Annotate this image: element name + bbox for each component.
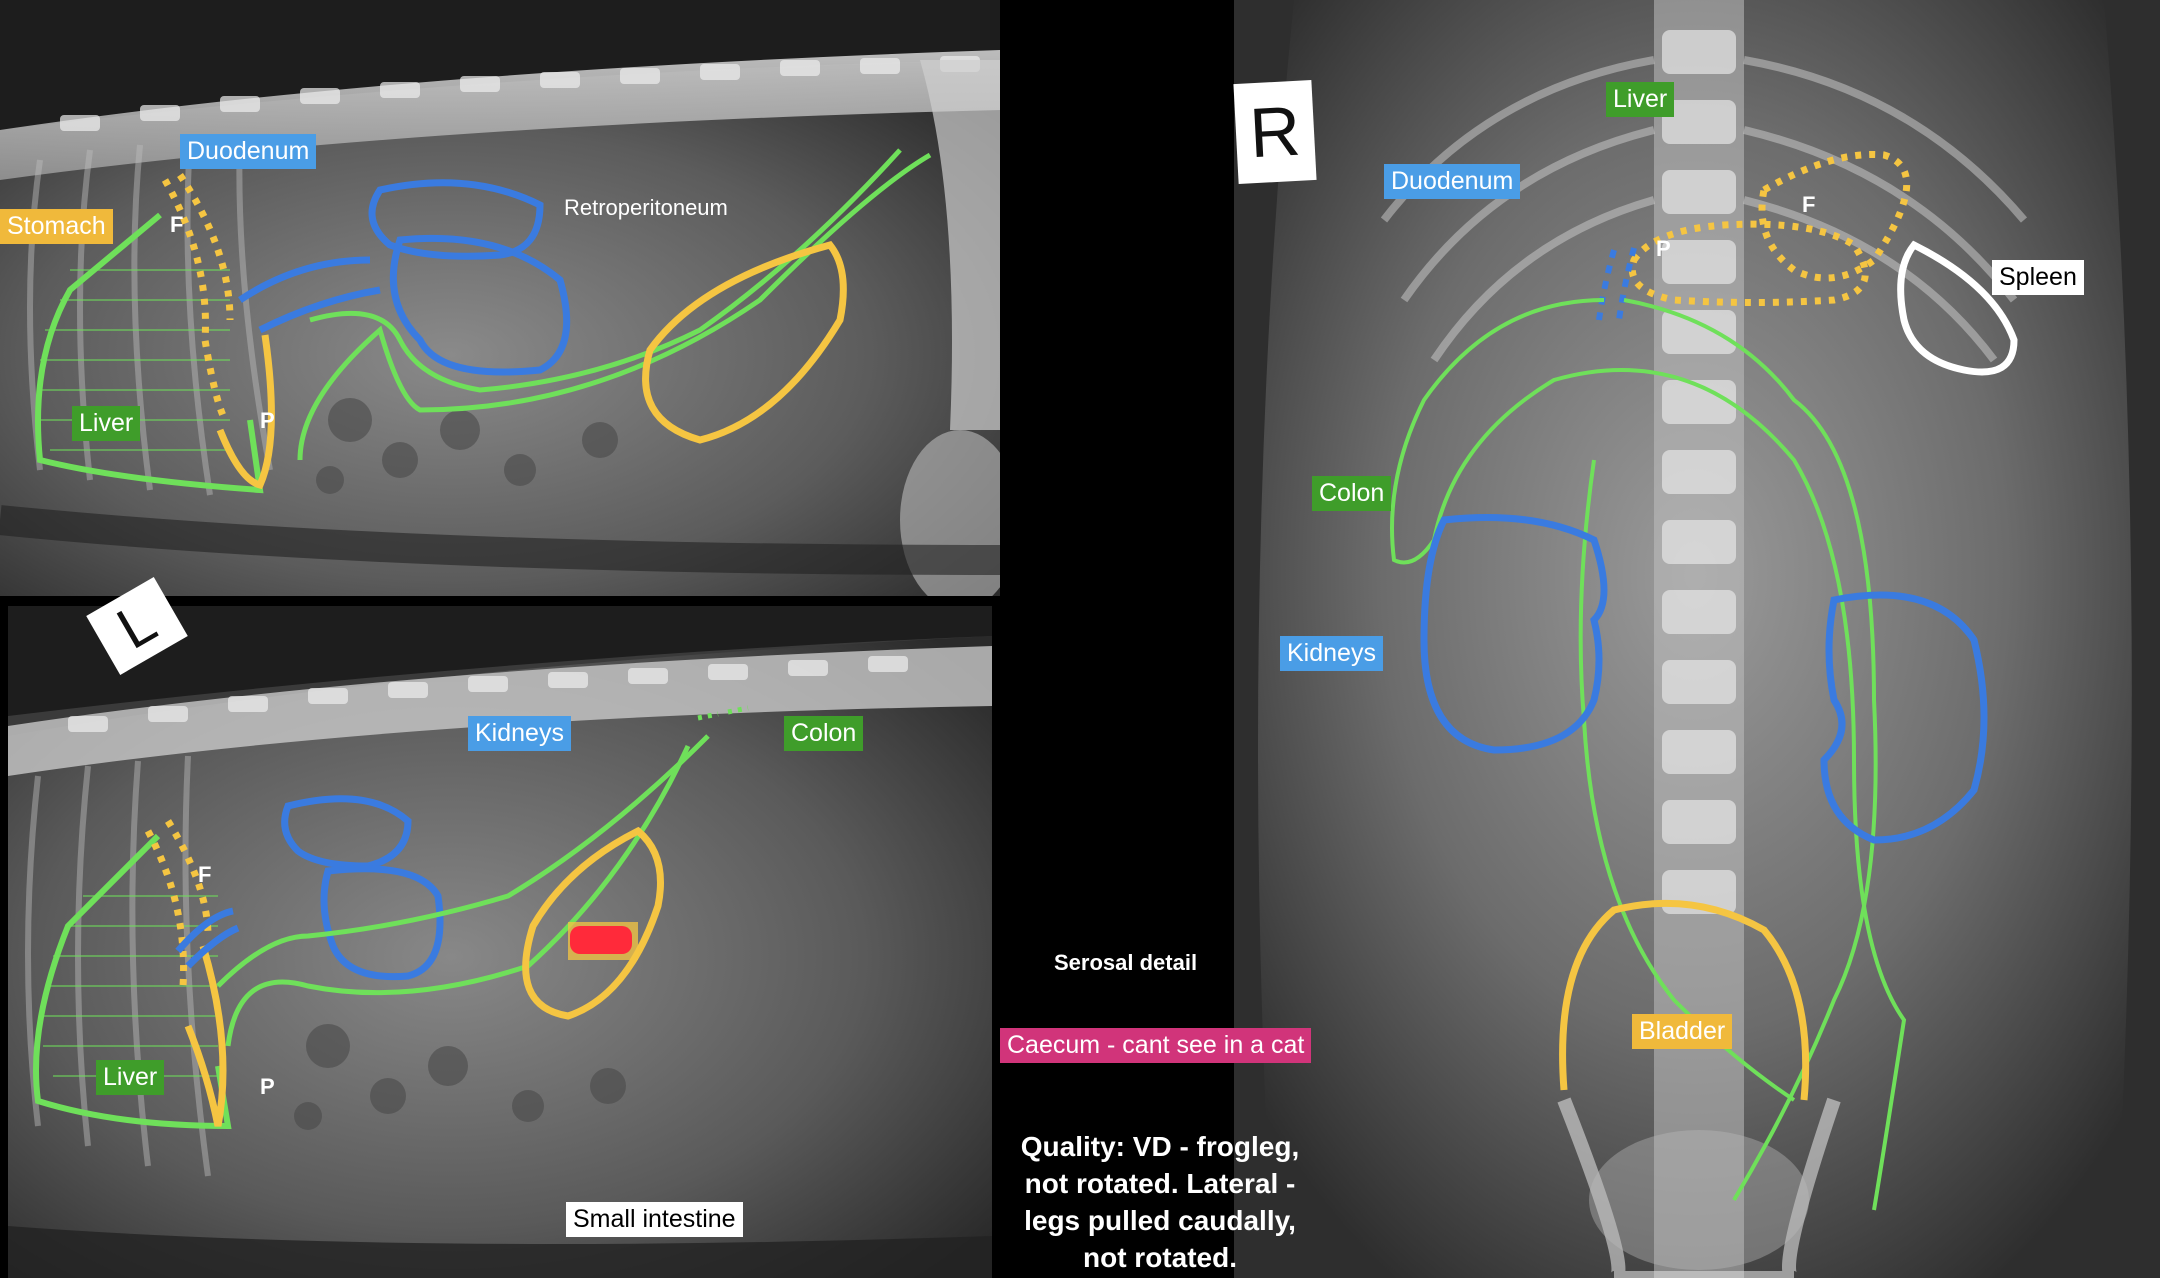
label-liver-top: Liver bbox=[72, 406, 141, 441]
label-stomach-top: Stomach bbox=[0, 209, 113, 244]
quality-line-1: Quality: VD - frogleg, bbox=[1020, 1131, 1300, 1162]
bottom-lateral-image bbox=[8, 606, 992, 1278]
label-kidneys-bottom: Kidneys bbox=[468, 716, 571, 751]
quality-line-3: legs pulled caudally, bbox=[1024, 1205, 1296, 1236]
label-bladder: Bladder bbox=[1632, 1014, 1733, 1049]
label-duodenum-top: Duodenum bbox=[180, 134, 317, 169]
quality-notes: Quality: VD - frogleg, not rotated. Late… bbox=[990, 1128, 1330, 1276]
label-pylorus-top: P bbox=[260, 408, 275, 433]
vd-image bbox=[1234, 0, 2160, 1278]
label-retroperitoneum: Retroperitoneum bbox=[564, 195, 728, 220]
label-pylorus-vd: P bbox=[1656, 236, 1671, 261]
caecum-note: Caecum - cant see in a cat bbox=[1000, 1028, 1312, 1063]
label-kidneys-vd: Kidneys bbox=[1280, 636, 1383, 671]
serosal-detail-text: Serosal detail bbox=[1054, 950, 1198, 975]
vd-radiograph: Liver Duodenum Spleen Colon Kidneys Blad… bbox=[1234, 0, 2160, 1278]
top-lateral-image bbox=[0, 0, 1000, 596]
label-fundus-bottom: F bbox=[198, 862, 212, 887]
label-duodenum-vd: Duodenum bbox=[1384, 164, 1521, 199]
label-fundus-top: F bbox=[170, 212, 184, 237]
label-fundus-vd: F bbox=[1802, 192, 1816, 217]
quality-line-2: not rotated. Lateral - bbox=[1024, 1168, 1296, 1199]
right-marker: R bbox=[1233, 80, 1317, 184]
label-small-intestine: Small intestine bbox=[566, 1202, 743, 1237]
label-colon-bottom: Colon bbox=[784, 716, 864, 751]
top-lateral-radiograph: Duodenum Stomach Liver Retroperitoneum F… bbox=[0, 0, 1000, 596]
label-colon-vd: Colon bbox=[1312, 476, 1392, 511]
label-liver-vd: Liver bbox=[1606, 82, 1675, 117]
bottom-lateral-radiograph: Kidneys Colon Liver Small intestine F P bbox=[8, 606, 992, 1278]
label-liver-bottom: Liver bbox=[96, 1060, 165, 1095]
quality-line-4: not rotated. bbox=[1083, 1242, 1237, 1273]
label-spleen: Spleen bbox=[1992, 260, 2084, 295]
label-pylorus-bottom: P bbox=[260, 1074, 275, 1099]
